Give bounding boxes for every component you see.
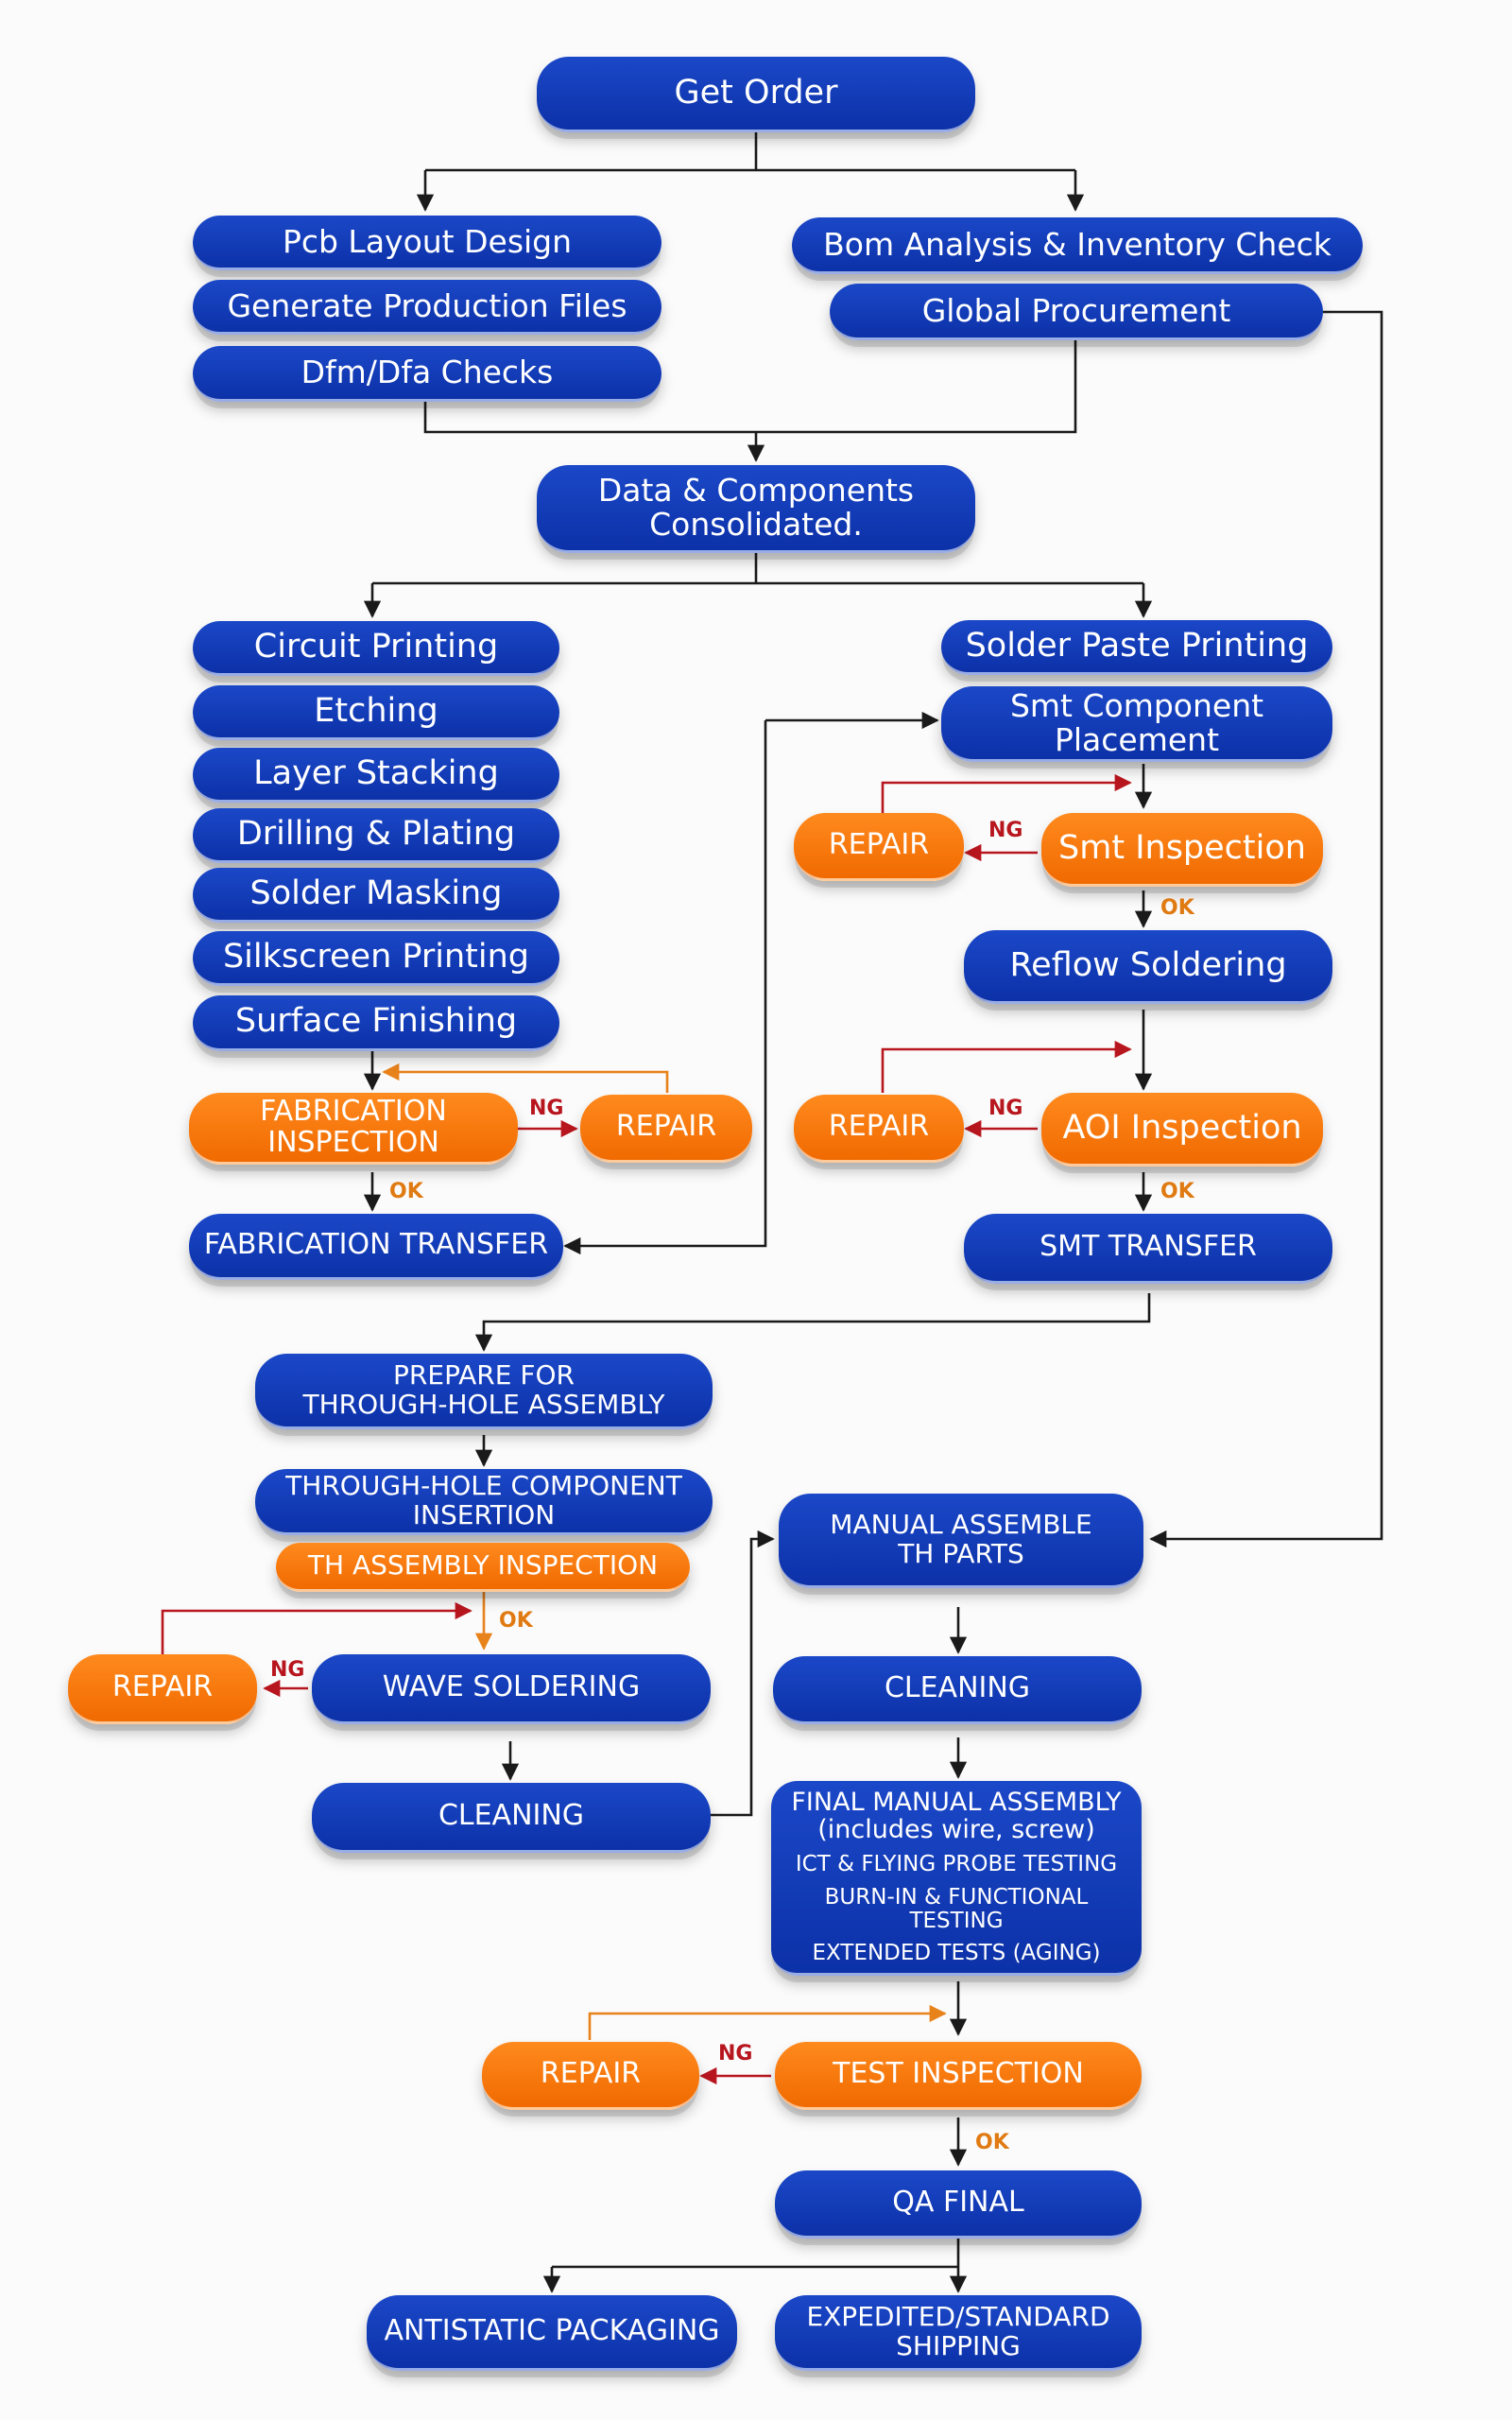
etching-node[interactable]: Etching [193, 685, 559, 740]
ok-label: OK [1160, 896, 1194, 920]
smt-repair-node[interactable]: REPAIR [794, 813, 964, 881]
final-assembly-line-2: (includes wire, screw) [817, 1814, 1095, 1844]
shipping-line-1: EXPEDITED/STANDARD [806, 2301, 1110, 2333]
ng-label: NG [529, 1097, 564, 1120]
global-procurement-node[interactable]: Global Procurement [830, 284, 1323, 340]
aoi-inspection-node[interactable]: AOI Inspection [1041, 1093, 1323, 1167]
cleaning-left-node[interactable]: CLEANING [312, 1783, 711, 1853]
surface-finishing-node[interactable]: Surface Finishing [193, 995, 559, 1051]
prepare-th-line-1: PREPARE FOR [393, 1359, 575, 1392]
silkscreen-printing-node[interactable]: Silkscreen Printing [193, 931, 559, 986]
antistatic-packaging-node[interactable]: ANTISTATIC PACKAGING [367, 2295, 737, 2371]
ok-label: OK [389, 1180, 423, 1203]
bom-analysis-node[interactable]: Bom Analysis & Inventory Check [792, 217, 1363, 274]
ng-label: NG [988, 1097, 1023, 1120]
final-manual-assembly-node[interactable]: FINAL MANUAL ASSEMBLY (includes wire, sc… [771, 1781, 1142, 1976]
manual-th-line-2: TH PARTS [898, 1537, 1024, 1569]
fabrication-repair-node[interactable]: REPAIR [580, 1095, 752, 1163]
shipping-line-2: SHIPPING [896, 2329, 1021, 2361]
aoi-repair-node[interactable]: REPAIR [794, 1095, 964, 1163]
cleaning-right-node[interactable]: CLEANING [773, 1656, 1142, 1724]
ng-label: NG [718, 2042, 753, 2066]
final-assembly-line-3: ICT & FLYING PROBE TESTING [795, 1852, 1118, 1876]
th-assembly-inspection-node[interactable]: TH ASSEMBLY INSPECTION [276, 1543, 690, 1592]
test-repair-node[interactable]: REPAIR [482, 2042, 699, 2110]
smt-placement-line-2: Placement [1054, 720, 1220, 758]
circuit-printing-node[interactable]: Circuit Printing [193, 621, 559, 676]
through-hole-insertion-node[interactable]: THROUGH-HOLE COMPONENT INSERTION [255, 1469, 713, 1535]
wave-soldering-node[interactable]: WAVE SOLDERING [312, 1654, 711, 1724]
smt-inspection-node[interactable]: Smt Inspection [1041, 813, 1323, 887]
layer-stacking-node[interactable]: Layer Stacking [193, 748, 559, 803]
prepare-through-hole-node[interactable]: PREPARE FOR THROUGH-HOLE ASSEMBLY [255, 1354, 713, 1429]
ng-label: NG [270, 1658, 305, 1682]
wave-repair-node[interactable]: REPAIR [68, 1654, 257, 1724]
qa-final-node[interactable]: QA FINAL [775, 2170, 1142, 2238]
get-order-node[interactable]: Get Order [537, 57, 975, 132]
th-insertion-line-2: INSERTION [412, 1498, 556, 1530]
generate-production-files-node[interactable]: Generate Production Files [193, 280, 662, 335]
ok-label: OK [499, 1609, 533, 1633]
manual-assemble-th-node[interactable]: MANUAL ASSEMBLE TH PARTS [779, 1494, 1143, 1588]
fabrication-inspection-node[interactable]: FABRICATION INSPECTION [189, 1093, 518, 1165]
final-assembly-line-1: FINAL MANUAL ASSEMBLY [791, 1787, 1122, 1817]
consolidated-line-1: Data & Components [597, 472, 915, 510]
smt-placement-line-1: Smt Component [1009, 686, 1264, 724]
ok-label: OK [1160, 1180, 1194, 1203]
reflow-soldering-node[interactable]: Reflow Soldering [964, 930, 1332, 1004]
pcb-layout-design-node[interactable]: Pcb Layout Design [193, 216, 662, 270]
manual-th-line-1: MANUAL ASSEMBLE [830, 1509, 1092, 1541]
data-components-consolidated-node[interactable]: Data & Components Consolidated. [537, 465, 975, 553]
smt-transfer-node[interactable]: SMT TRANSFER [964, 1214, 1332, 1284]
fabrication-inspection-line-1: FABRICATION [260, 1095, 447, 1129]
prepare-th-line-2: THROUGH-HOLE ASSEMBLY [302, 1388, 665, 1420]
final-assembly-line-4: BURN-IN & FUNCTIONAL TESTING [824, 1884, 1089, 1933]
consolidated-line-2: Consolidated. [649, 506, 863, 543]
ok-label: OK [975, 2131, 1009, 2154]
th-insertion-line-1: THROUGH-HOLE COMPONENT [285, 1470, 682, 1502]
test-inspection-node[interactable]: TEST INSPECTION [775, 2042, 1142, 2110]
fabrication-transfer-node[interactable]: FABRICATION TRANSFER [189, 1214, 563, 1280]
ng-label: NG [988, 819, 1023, 842]
drilling-plating-node[interactable]: Drilling & Plating [193, 808, 559, 863]
dfm-dfa-checks-node[interactable]: Dfm/Dfa Checks [193, 346, 662, 402]
shipping-node[interactable]: EXPEDITED/STANDARD SHIPPING [775, 2295, 1142, 2371]
solder-masking-node[interactable]: Solder Masking [193, 868, 559, 923]
fabrication-inspection-line-2: INSPECTION [267, 1125, 439, 1159]
smt-component-placement-node[interactable]: Smt Component Placement [941, 686, 1332, 762]
solder-paste-printing-node[interactable]: Solder Paste Printing [941, 620, 1332, 675]
final-assembly-line-5: EXTENDED TESTS (AGING) [812, 1941, 1101, 1966]
